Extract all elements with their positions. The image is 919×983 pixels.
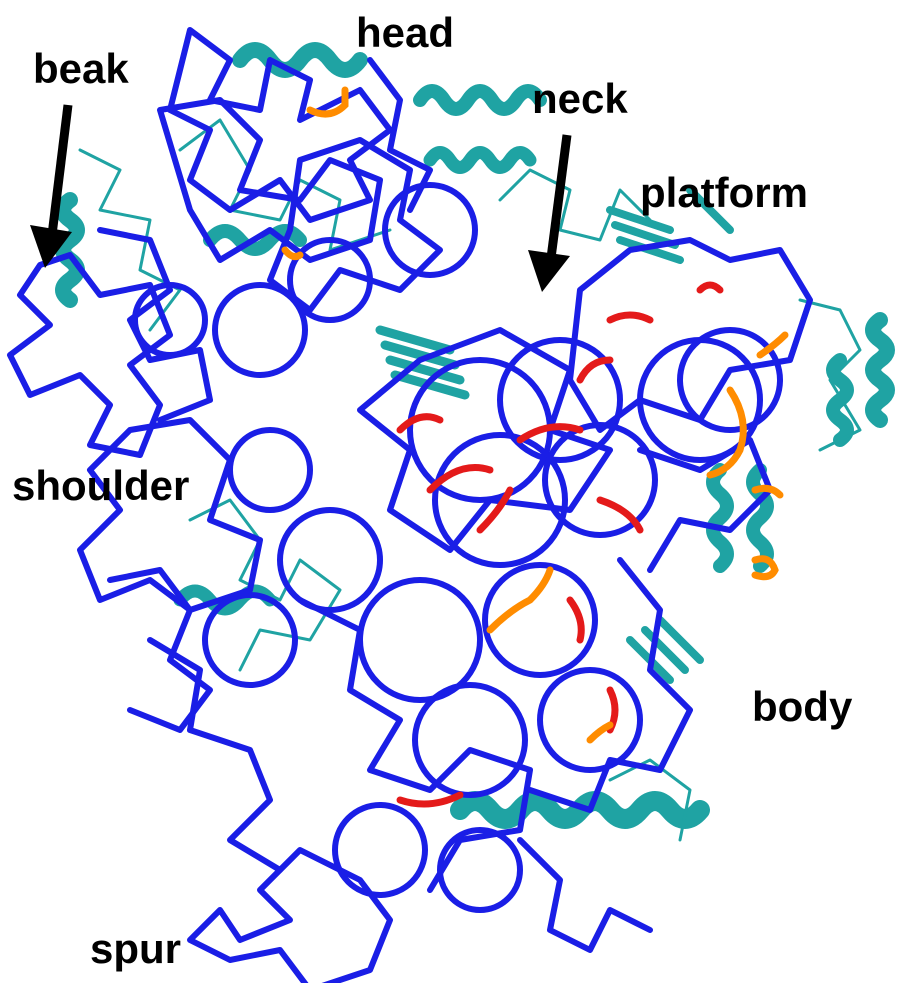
- red-segment-1: [400, 417, 440, 430]
- orange-segment-8: [590, 725, 610, 740]
- protein-helix-platform-right: [873, 320, 887, 420]
- protein-helix-head: [240, 50, 360, 70]
- rna-body-ring-3: [415, 685, 525, 795]
- label-neck: neck: [532, 78, 628, 120]
- protein-helix-neck: [430, 153, 530, 168]
- red-segment-9: [400, 795, 460, 804]
- rna-spur-ring: [335, 805, 425, 895]
- rna-shoulder-ring-2: [280, 510, 380, 610]
- red-segment-10: [610, 315, 650, 320]
- protein-sheet-body: [630, 620, 700, 680]
- label-spur: spur: [90, 928, 181, 970]
- protein-helix-beak: [63, 200, 77, 300]
- rna-beak-ring: [135, 285, 205, 355]
- rna-spur-loop: [190, 850, 390, 983]
- rna-spur-ring-2: [440, 830, 520, 910]
- rna-beak-ring-2: [215, 285, 305, 375]
- protein-coil-shoulder: [190, 500, 340, 670]
- red-segment-11: [700, 285, 720, 290]
- neck-arrow-shaft: [551, 135, 567, 258]
- rna-shoulder-ring: [230, 430, 310, 510]
- red-segment-5: [600, 500, 640, 530]
- rna-shoulder-ring-3: [205, 595, 295, 685]
- rna-body-ring-4: [540, 670, 640, 770]
- rna-spur-tail: [520, 840, 650, 950]
- red-segment-7: [570, 600, 581, 640]
- label-platform: platform: [640, 172, 808, 214]
- label-head: head: [356, 12, 454, 54]
- red-segment-6: [580, 360, 610, 380]
- rna-body-left: [150, 640, 280, 870]
- protein-coil-beak: [80, 150, 180, 330]
- label-beak: beak: [33, 48, 129, 90]
- protein-helix-head-right: [420, 91, 540, 109]
- protein-helix-right-mid2: [713, 470, 727, 566]
- label-shoulder: shoulder: [12, 465, 189, 507]
- rna-center-ring-1: [410, 360, 550, 500]
- neck-arrow-head: [528, 250, 570, 292]
- label-body: body: [752, 686, 852, 728]
- rna-body-ring-1: [360, 580, 480, 700]
